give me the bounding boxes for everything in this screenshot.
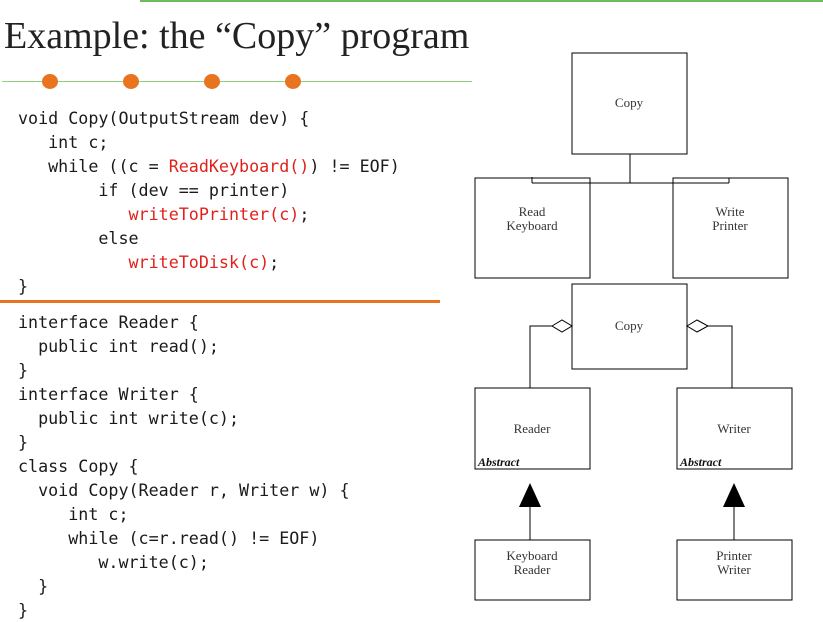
code-text: ; bbox=[269, 252, 280, 272]
code-line: } bbox=[18, 274, 400, 298]
code-text: int c; bbox=[18, 132, 109, 152]
code-text: ) != EOF) bbox=[309, 156, 400, 176]
slide-title: Example: the “Copy” program bbox=[4, 15, 470, 57]
code-text: } bbox=[18, 576, 49, 596]
code-text: while ((c = bbox=[18, 156, 169, 176]
writer-abstract-label: Abstract bbox=[679, 455, 722, 469]
diagram-label-line: Copy bbox=[615, 318, 644, 333]
code-text: interface Reader { bbox=[18, 312, 199, 332]
diagram-label-line: Write bbox=[715, 204, 744, 219]
read-keyboard-module-box bbox=[474, 177, 591, 279]
code-text: w.write(c); bbox=[18, 552, 209, 572]
diagram-label-line: Reader bbox=[514, 562, 551, 577]
code-text: } bbox=[18, 276, 29, 296]
procedural-copy-code: void Copy(OutputStream dev) { int c; whi… bbox=[18, 106, 400, 298]
code-text: while (c=r.read() != EOF) bbox=[18, 528, 320, 548]
decorative-dot-icon bbox=[42, 74, 58, 89]
reader-class-box bbox=[474, 387, 591, 470]
code-line: int c; bbox=[18, 502, 350, 526]
diagram-label-line: Keyboard bbox=[506, 218, 558, 233]
code-line: while ((c = ReadKeyboard()) != EOF) bbox=[18, 154, 400, 178]
writer-class-label: Writer bbox=[717, 421, 751, 436]
code-text: class Copy { bbox=[18, 456, 139, 476]
code-line: void Copy(Reader r, Writer w) { bbox=[18, 478, 350, 502]
highlighted-code: writeToPrinter(c) bbox=[128, 204, 300, 224]
code-line: public int read(); bbox=[18, 334, 350, 358]
code-text: if (dev == printer) bbox=[18, 180, 290, 200]
diagram-label-line: Copy bbox=[615, 95, 644, 110]
highlighted-code: ReadKeyboard() bbox=[168, 156, 310, 176]
copy-class-label: Copy bbox=[615, 318, 644, 333]
code-text: interface Writer { bbox=[18, 384, 199, 404]
code-line: class Copy { bbox=[18, 454, 350, 478]
code-line: } bbox=[18, 574, 350, 598]
code-line: int c; bbox=[18, 130, 400, 154]
title-underline-rule bbox=[2, 81, 472, 82]
diagram-label-line: Keyboard bbox=[506, 548, 558, 563]
top-accent-rule bbox=[140, 0, 823, 2]
reader-class-label: Reader bbox=[514, 421, 551, 436]
code-text: } bbox=[18, 360, 29, 380]
diagram-label-line: Read bbox=[519, 204, 546, 219]
code-text: ; bbox=[299, 204, 310, 224]
code-text: void Copy(Reader r, Writer w) { bbox=[18, 480, 350, 500]
code-line: writeToDisk(c); bbox=[18, 250, 400, 274]
code-text: void Copy(OutputStream dev) { bbox=[18, 108, 310, 128]
code-text: public int write(c); bbox=[18, 408, 240, 428]
inheritance-triangle-icon bbox=[723, 483, 745, 507]
decorative-dot-icon bbox=[204, 74, 220, 89]
code-line: void Copy(OutputStream dev) { bbox=[18, 106, 400, 130]
section-divider bbox=[0, 300, 440, 303]
write-printer-module-box bbox=[672, 177, 789, 279]
decorative-dot-icon bbox=[123, 74, 139, 89]
reader-abstract-label: Abstract bbox=[477, 455, 520, 469]
code-text: } bbox=[18, 600, 29, 620]
code-line: public int write(c); bbox=[18, 406, 350, 430]
code-line: } bbox=[18, 358, 350, 382]
writer-class-box bbox=[676, 387, 793, 470]
printer-writer-class-box bbox=[676, 539, 793, 601]
copy-module-label: Copy bbox=[615, 95, 644, 110]
diagram-label-line: Writer bbox=[717, 421, 751, 436]
diagram-label-line: Reader bbox=[514, 421, 551, 436]
diagram-label-line: Printer bbox=[716, 548, 752, 563]
code-line: } bbox=[18, 430, 350, 454]
code-line: interface Writer { bbox=[18, 382, 350, 406]
keyboard-reader-class-box bbox=[474, 539, 591, 601]
aggregation-line bbox=[529, 325, 552, 388]
code-text: } bbox=[18, 432, 29, 452]
code-line: } bbox=[18, 598, 350, 622]
code-line: w.write(c); bbox=[18, 550, 350, 574]
code-line: writeToPrinter(c); bbox=[18, 202, 400, 226]
code-line: if (dev == printer) bbox=[18, 178, 400, 202]
diagram-label-line: Printer bbox=[712, 218, 748, 233]
oo-copy-code: interface Reader { public int read();} in… bbox=[18, 310, 350, 622]
highlighted-code: writeToDisk(c) bbox=[128, 252, 270, 272]
code-text: int c; bbox=[18, 504, 129, 524]
diagram-label-line: Writer bbox=[717, 562, 751, 577]
code-line: interface Reader { bbox=[18, 310, 350, 334]
decorative-dot-icon bbox=[285, 74, 301, 89]
code-line: else bbox=[18, 226, 400, 250]
aggregation-line bbox=[708, 325, 733, 388]
aggregation-diamond-icon bbox=[686, 319, 710, 333]
code-text: else bbox=[18, 228, 139, 248]
inheritance-triangle-icon bbox=[519, 483, 541, 507]
code-text: public int read(); bbox=[18, 336, 219, 356]
aggregation-diamond-icon bbox=[551, 319, 573, 333]
code-line: while (c=r.read() != EOF) bbox=[18, 526, 350, 550]
